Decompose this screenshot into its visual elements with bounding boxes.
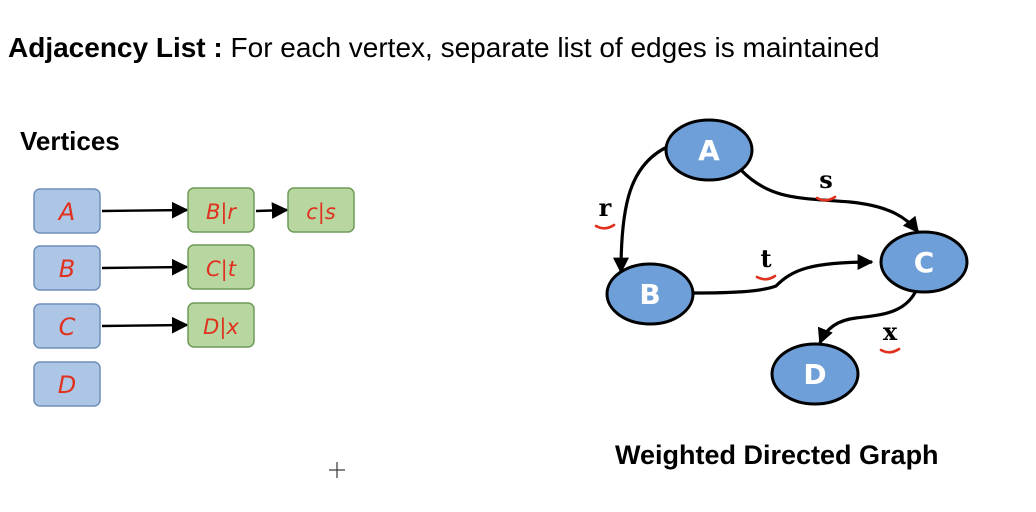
graph-node-label: C [914, 246, 935, 279]
list-pointer-arrow [101, 316, 189, 334]
edge-node-box [187, 302, 255, 348]
list-pointer-arrow [101, 201, 189, 219]
vertex-label: D [58, 371, 76, 399]
graph-node-label: B [639, 278, 660, 311]
adjacency-row: B C|t [33, 244, 255, 291]
vertices-title: Vertices [20, 126, 120, 156]
list-pointer-arrow [255, 202, 289, 219]
graph-edge [692, 254, 874, 295]
crosshair-cursor-icon [329, 462, 345, 478]
weight-underline [815, 195, 837, 202]
edge-weight-label: r [599, 193, 612, 222]
vertex-box [33, 188, 101, 234]
adjacency-row: D [33, 361, 101, 407]
vertex-box [33, 245, 101, 291]
graph-node [664, 118, 754, 182]
edge-node-label: D|x [203, 315, 239, 340]
edge-node-box [187, 187, 255, 233]
weight-underline [755, 274, 777, 281]
edge-node-label: C|t [206, 257, 237, 282]
adjacency-row: C D|x [33, 302, 255, 349]
vertex-box [33, 303, 101, 349]
slide-heading: Adjacency List : For each vertex, separa… [8, 32, 880, 64]
adjacency-row: A B|r c|s [33, 187, 355, 234]
edge-weight-label: x [883, 317, 898, 346]
graph-edge [613, 145, 668, 274]
edge-node-label: B|r [206, 200, 237, 225]
graph-title: Weighted Directed Graph [615, 440, 939, 470]
vertex-box [33, 361, 101, 407]
graph-node [770, 342, 860, 406]
edge-weight-label: s [819, 165, 833, 194]
vertex-label: C [59, 313, 76, 341]
list-pointer-arrow [101, 258, 189, 276]
edge-weight-label: t [760, 244, 771, 273]
graph-node-label: A [698, 134, 720, 167]
edge-node-label: c|s [306, 200, 336, 225]
vertex-label: B [59, 255, 75, 283]
graph-node-label: D [803, 358, 826, 391]
edge-node-box [287, 187, 355, 233]
graph-node [879, 230, 969, 294]
graph-node [605, 262, 695, 326]
heading-bold: Adjacency List : [8, 32, 223, 63]
weight-underline [594, 223, 616, 230]
graph-edge [739, 168, 920, 234]
weight-underline [879, 347, 901, 354]
edge-node-box [187, 244, 255, 290]
graph-edge [817, 285, 920, 345]
heading-text: For each vertex, separate list of edges … [222, 32, 880, 63]
vertex-label: A [57, 198, 75, 226]
